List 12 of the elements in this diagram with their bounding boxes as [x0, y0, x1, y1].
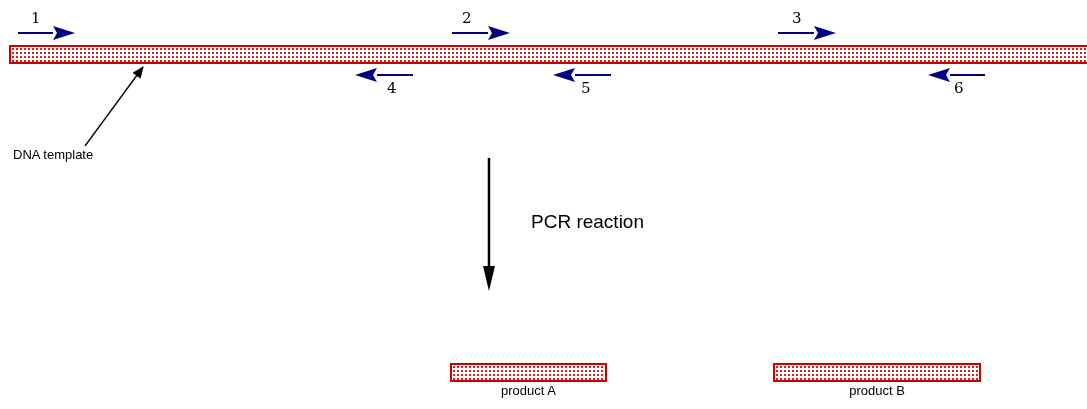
product-label: product B: [849, 383, 905, 399]
primer-number: 6: [954, 80, 964, 96]
dna-bar: [9, 45, 1087, 64]
leader-arrow: [84, 66, 144, 147]
primer-number: 3: [792, 10, 802, 26]
primer-number: 4: [387, 80, 397, 96]
primer-number: 1: [31, 10, 41, 26]
primer-number: 2: [462, 10, 472, 26]
primer-number: 5: [581, 80, 591, 96]
text-label: DNA template: [13, 147, 94, 163]
product-label: product A: [501, 383, 556, 399]
process-label: PCR reaction: [531, 210, 644, 234]
